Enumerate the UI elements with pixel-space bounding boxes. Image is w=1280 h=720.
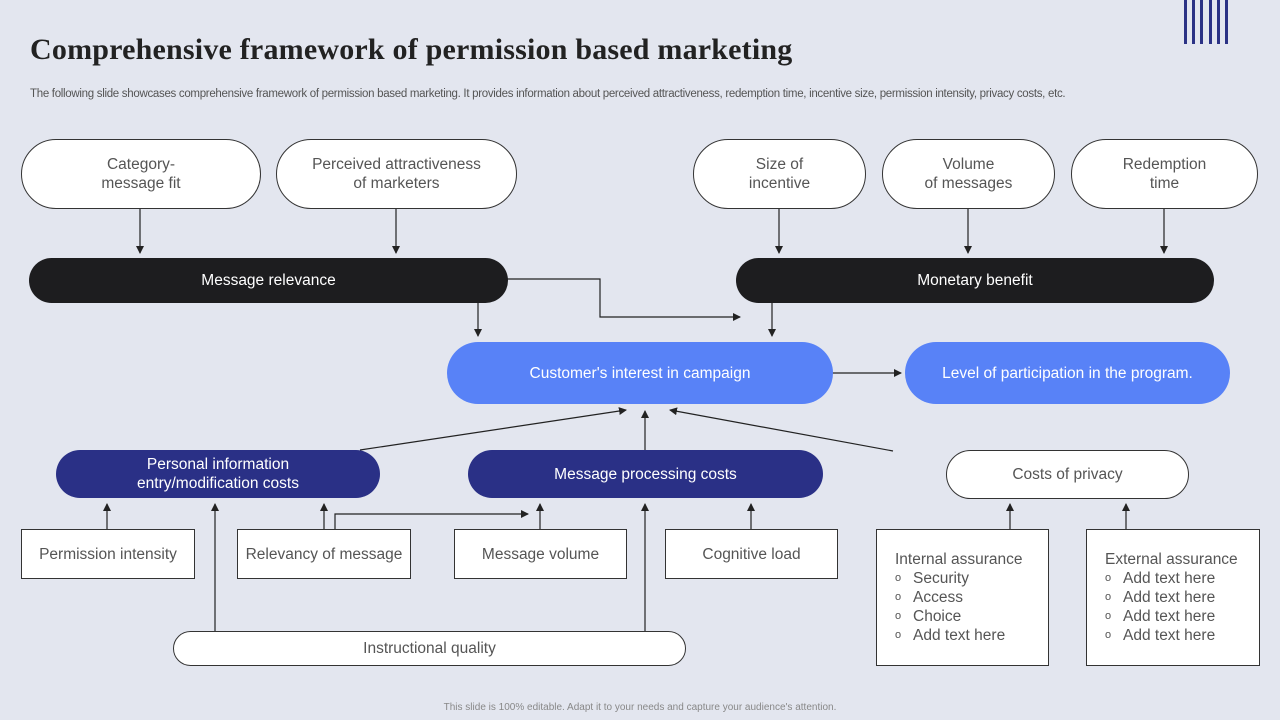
node-label: entry/modification costs	[137, 475, 299, 492]
node-message-processing-costs: Message processing costs	[468, 450, 823, 498]
list-item: o Add text here	[1105, 607, 1215, 626]
node-cognitive-load: Cognitive load	[665, 529, 838, 579]
list-item: o Security	[895, 569, 969, 588]
node-label: of marketers	[353, 175, 440, 192]
list-item-text: Choice	[913, 608, 962, 625]
list-item-text: Access	[913, 589, 963, 606]
bullet-icon: o	[895, 591, 902, 603]
arrow-relevancy-to-processing	[334, 510, 529, 529]
node-label: of messages	[924, 175, 1013, 192]
list-item: o Choice	[895, 607, 961, 626]
page-subtitle: The following slide showcases comprehens…	[30, 88, 1066, 100]
node-monetary-benefit: Monetary benefit	[736, 258, 1214, 303]
node-message-relevance: Message relevance	[29, 258, 508, 303]
node-category-message-fit: Category- message fit	[21, 139, 261, 209]
node-message-volume: Message volume	[454, 529, 627, 579]
list-item-text: Add text here	[913, 627, 1006, 644]
node-perceived-attractiveness: Perceived attractiveness of marketers	[276, 139, 517, 209]
bullet-icon: o	[895, 572, 902, 584]
node-label: incentive	[748, 175, 811, 192]
node-label: Size of	[755, 156, 804, 173]
node-label: Category-	[106, 156, 176, 173]
node-permission-intensity: Permission intensity	[21, 529, 195, 579]
node-size-of-incentive: Size of incentive	[693, 139, 866, 209]
bullet-icon: o	[895, 610, 902, 622]
list-item-text: Add text here	[1123, 589, 1216, 606]
node-customer-interest: Customer's interest in campaign	[447, 342, 833, 404]
node-personal-info-costs: Personal information entry/modification …	[56, 450, 380, 498]
list-item: o Access	[895, 588, 963, 607]
node-label: Personal information	[146, 456, 290, 473]
bullet-icon: o	[1105, 591, 1112, 603]
node-label: Redemption	[1122, 156, 1207, 173]
bullet-icon: o	[1105, 572, 1112, 584]
node-relevancy-of-message: Relevancy of message	[237, 529, 411, 579]
arrow-relevance-to-monetary-path	[507, 278, 741, 321]
page-title: Comprehensive framework of permission ba…	[30, 33, 793, 66]
list-heading: Internal assurance	[895, 551, 1023, 568]
bullet-icon: o	[1105, 610, 1112, 622]
list-item: o Add text here	[895, 626, 1005, 645]
node-label: Perceived attractiveness	[312, 156, 481, 173]
node-label: message fit	[101, 175, 181, 192]
arrow-privacy-to-interest	[669, 407, 894, 452]
list-item: o Add text here	[1105, 626, 1215, 645]
list-item-text: Add text here	[1123, 570, 1216, 587]
bullet-icon: o	[1105, 629, 1112, 641]
footer-note: This slide is 100% editable. Adapt it to…	[443, 702, 837, 713]
node-instructional-quality: Instructional quality	[173, 631, 686, 666]
list-item-text: Security	[913, 570, 969, 587]
node-label: Volume	[942, 156, 995, 173]
bullet-icon: o	[895, 629, 902, 641]
vertical-stripes-icon	[1184, 0, 1228, 44]
list-item-text: Add text here	[1123, 627, 1216, 644]
node-costs-of-privacy: Costs of privacy	[946, 450, 1189, 499]
arrow-personal-to-interest	[359, 407, 627, 451]
node-label: time	[1149, 175, 1180, 192]
node-redemption-time: Redemption time	[1071, 139, 1258, 209]
list-item: o Add text here	[1105, 569, 1215, 588]
node-volume-of-messages: Volume of messages	[882, 139, 1055, 209]
list-item: o Add text here	[1105, 588, 1215, 607]
list-item-text: Add text here	[1123, 608, 1216, 625]
node-participation-level: Level of participation in the program.	[905, 342, 1230, 404]
list-heading: External assurance	[1105, 551, 1238, 568]
